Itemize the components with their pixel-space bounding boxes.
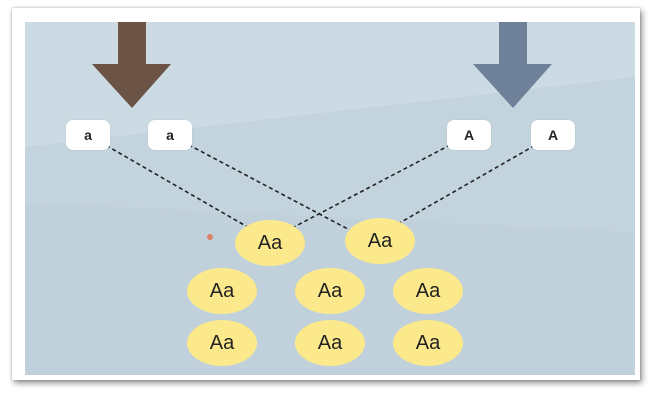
cross-line bbox=[274, 134, 470, 238]
offspring-circle: Aa bbox=[393, 268, 463, 314]
offspring-circle: Aa bbox=[187, 268, 257, 314]
background-light-band bbox=[25, 22, 635, 147]
stray-dot bbox=[207, 234, 213, 240]
cross-line bbox=[87, 134, 266, 238]
cross-line bbox=[374, 134, 554, 238]
offspring-circle: Aa bbox=[295, 320, 365, 366]
left-parent-arrow-icon bbox=[92, 22, 171, 108]
parent-allele-right-2: A bbox=[531, 120, 575, 150]
cross-diagram-panel: a a A A Aa Aa Aa Aa Aa Aa Aa Aa bbox=[25, 22, 635, 375]
offspring-circle: Aa bbox=[295, 268, 365, 314]
right-parent-arrow-icon bbox=[473, 22, 552, 108]
parent-allele-left-1: a bbox=[66, 120, 110, 150]
cross-line bbox=[169, 134, 364, 238]
parent-allele-right-1: A bbox=[447, 120, 491, 150]
offspring-circle: Aa bbox=[235, 220, 305, 266]
offspring-circle: Aa bbox=[393, 320, 463, 366]
offspring-circle: Aa bbox=[187, 320, 257, 366]
offspring-circle: Aa bbox=[345, 218, 415, 264]
parent-allele-left-2: a bbox=[148, 120, 192, 150]
